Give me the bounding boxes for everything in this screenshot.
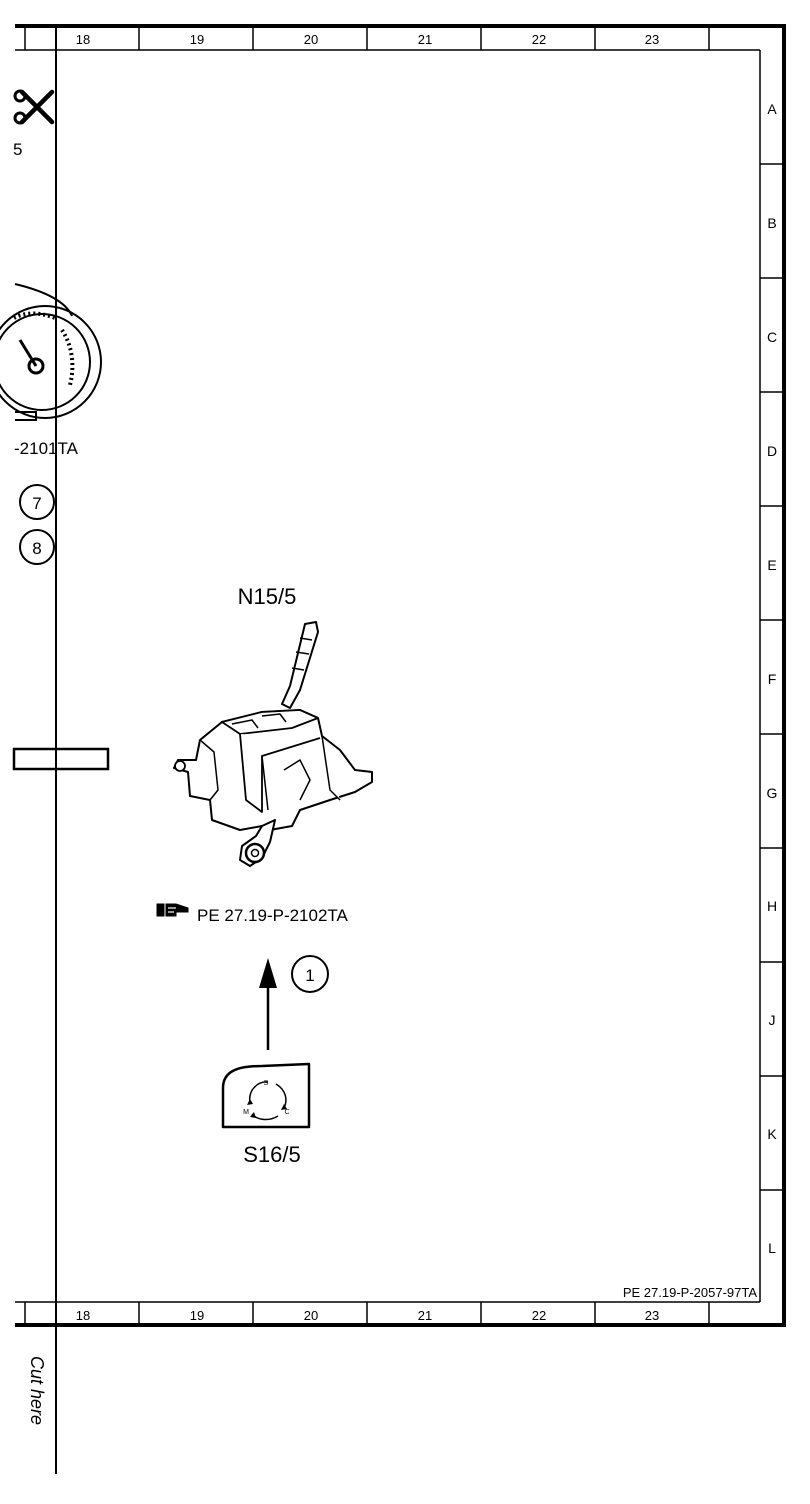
column-number: 20 bbox=[304, 32, 318, 47]
row-letter: J bbox=[769, 1012, 776, 1028]
row-letter: L bbox=[768, 1240, 776, 1256]
signal-arrow bbox=[259, 958, 277, 1050]
row-letter: B bbox=[767, 215, 776, 231]
partial-number: 5 bbox=[13, 140, 22, 159]
column-number: 23 bbox=[645, 1308, 659, 1323]
sheet-frame bbox=[15, 24, 786, 1474]
column-number: 22 bbox=[532, 32, 546, 47]
svg-text:S: S bbox=[264, 1080, 269, 1087]
svg-text:M: M bbox=[243, 1109, 249, 1116]
sheet-reference: PE 27.19-P-2057-97TA bbox=[623, 1285, 757, 1300]
gauge-icon bbox=[0, 283, 102, 421]
callout-7: 7 bbox=[19, 484, 55, 520]
column-number: 18 bbox=[76, 1308, 90, 1323]
partial-connector-box bbox=[12, 747, 110, 771]
svg-text:1: 1 bbox=[305, 966, 314, 985]
column-number: 19 bbox=[190, 32, 204, 47]
row-letter: E bbox=[767, 557, 776, 573]
column-number: 19 bbox=[190, 1308, 204, 1323]
column-number: 21 bbox=[418, 1308, 432, 1323]
row-letter: H bbox=[767, 898, 777, 914]
scissors-icon bbox=[13, 89, 55, 125]
row-letter: D bbox=[767, 443, 777, 459]
column-number: 23 bbox=[645, 32, 659, 47]
callout-8: 8 bbox=[19, 529, 55, 565]
column-separators bbox=[24, 26, 710, 1325]
gear-shifter-icon bbox=[173, 621, 373, 867]
row-letters: A B C D E F G H J K L bbox=[767, 101, 778, 1256]
shifter-label: N15/5 bbox=[238, 584, 297, 609]
partial-reference: -2101TA bbox=[14, 439, 79, 458]
row-letter: K bbox=[767, 1126, 777, 1142]
row-letter: F bbox=[768, 671, 777, 687]
reference-pointer-icon bbox=[156, 903, 189, 917]
column-numbers-bottom: 18 19 20 21 22 23 bbox=[76, 1308, 659, 1323]
shifter-reference: PE 27.19-P-2102TA bbox=[197, 906, 349, 925]
svg-text:8: 8 bbox=[32, 539, 41, 558]
svg-text:C: C bbox=[284, 1109, 289, 1116]
column-number: 18 bbox=[76, 32, 90, 47]
row-letter: A bbox=[767, 101, 777, 117]
column-number: 21 bbox=[418, 32, 432, 47]
svg-text:7: 7 bbox=[32, 494, 41, 513]
row-letter: C bbox=[767, 329, 777, 345]
row-letter: G bbox=[767, 785, 778, 801]
cut-here-label: Cut here bbox=[27, 1356, 47, 1425]
row-separators bbox=[760, 163, 784, 1191]
column-number: 22 bbox=[532, 1308, 546, 1323]
switch-label: S16/5 bbox=[243, 1142, 301, 1167]
program-selector-switch-icon: S M C bbox=[221, 1062, 311, 1129]
column-number: 20 bbox=[304, 1308, 318, 1323]
column-numbers-top: 18 19 20 21 22 23 bbox=[76, 32, 659, 47]
callout-1: 1 bbox=[291, 955, 329, 993]
